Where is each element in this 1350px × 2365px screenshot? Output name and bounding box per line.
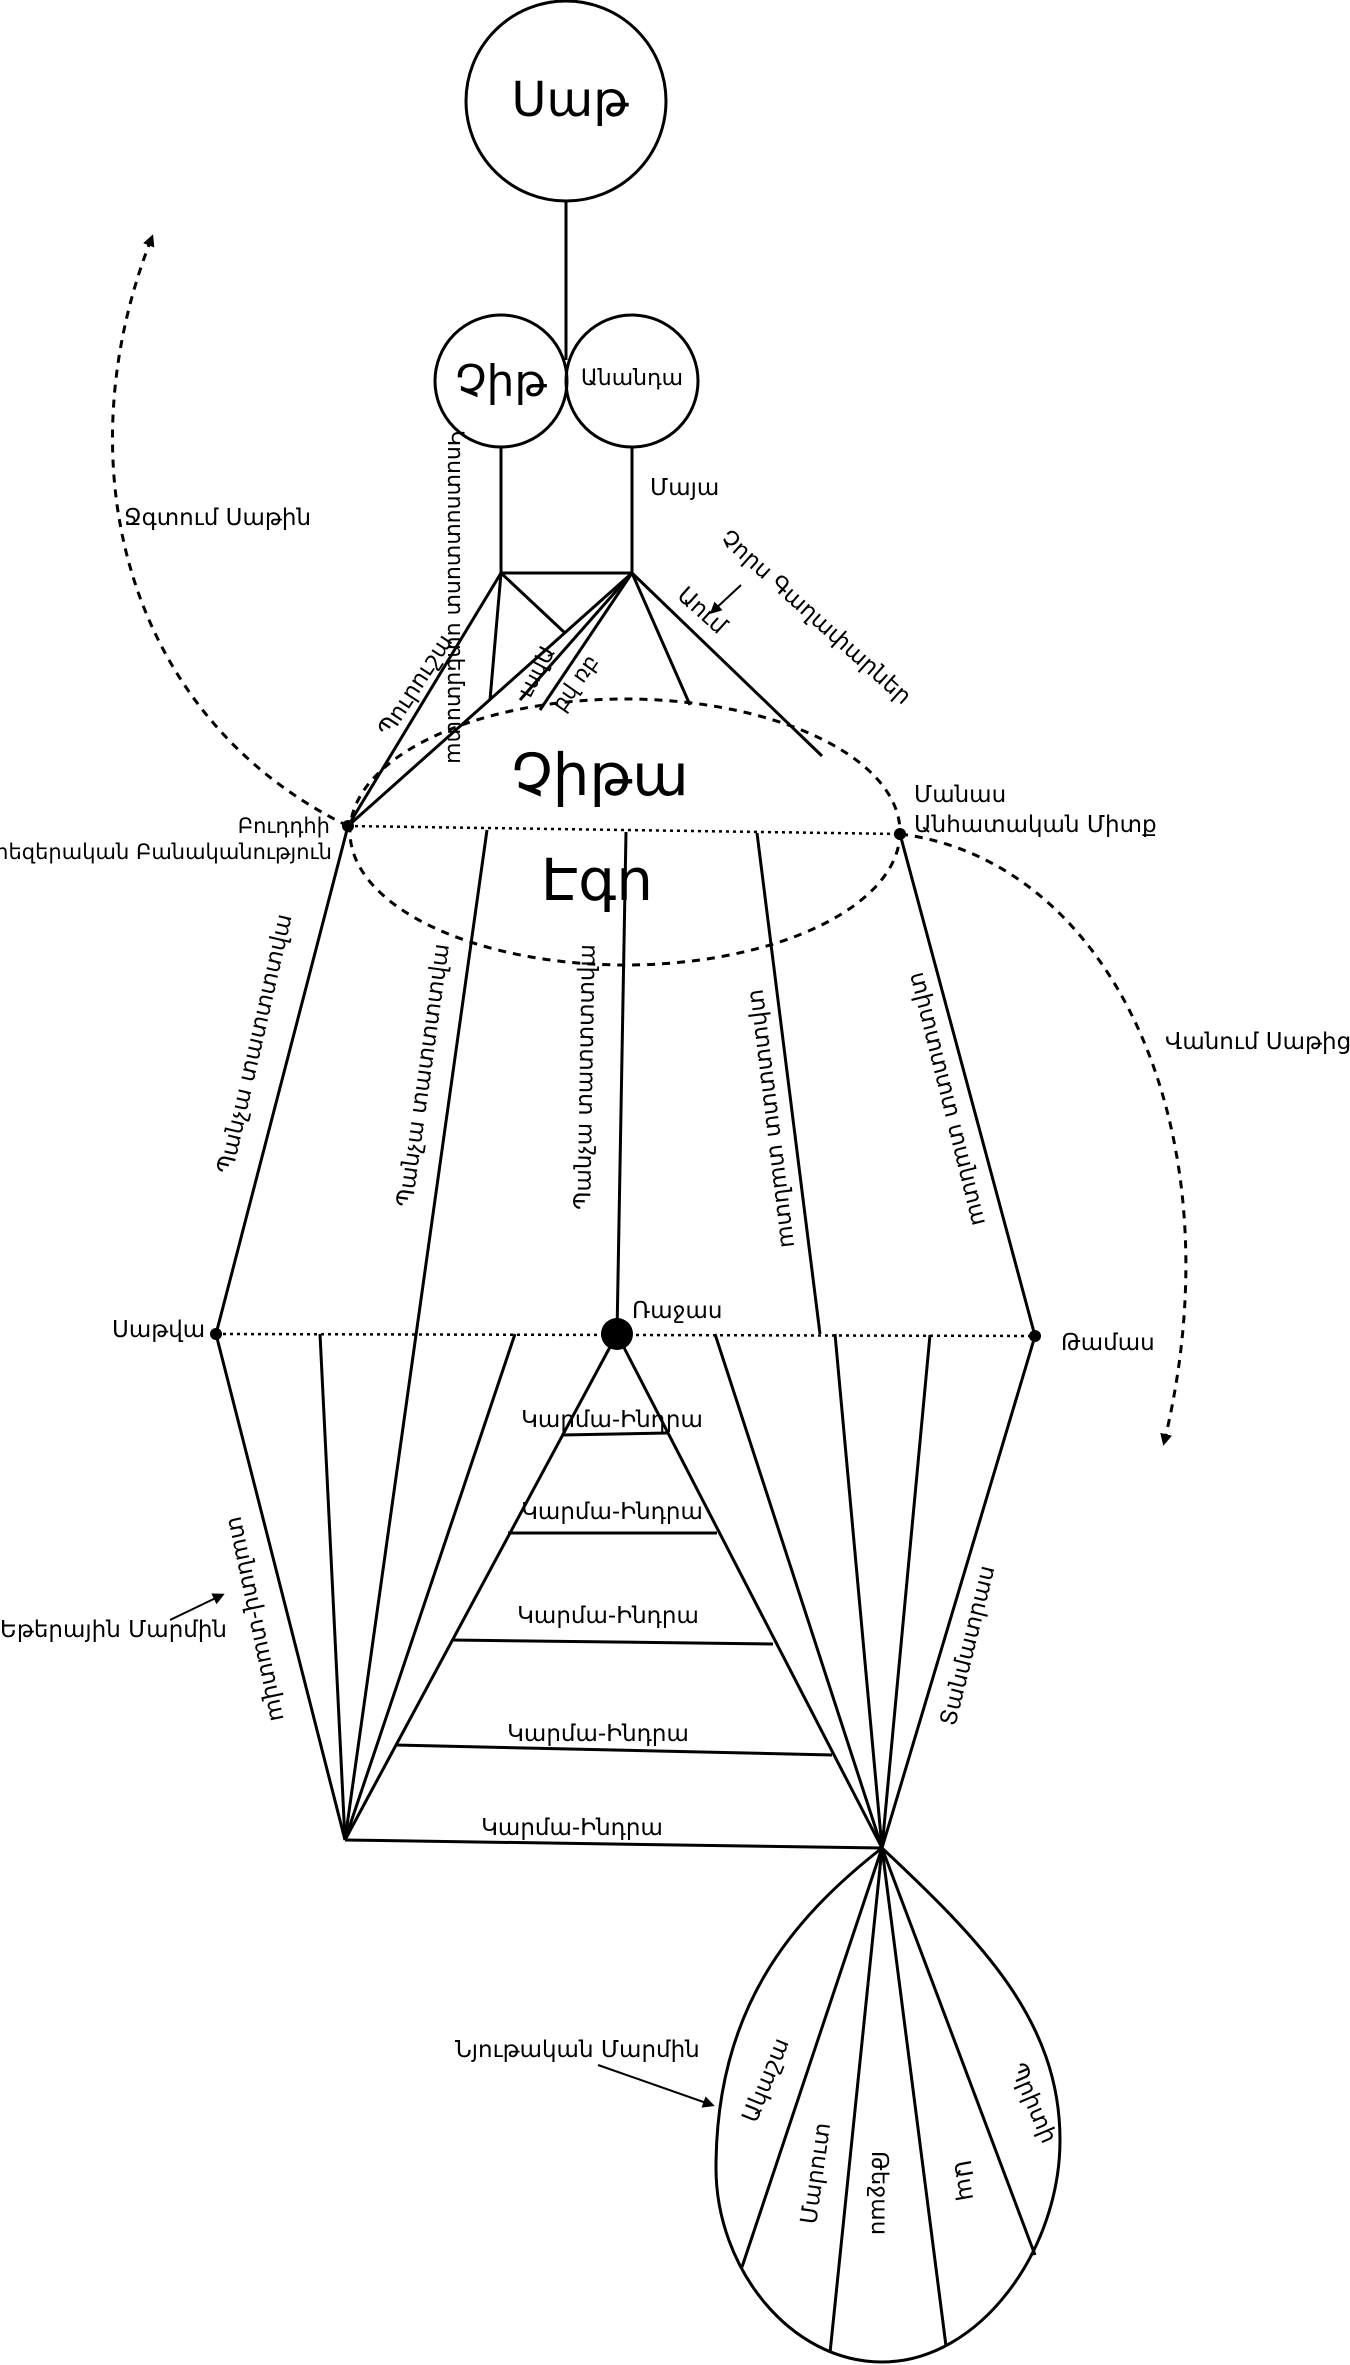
left-outer-line <box>214 825 350 1335</box>
karma-rung-5 <box>344 1838 883 1850</box>
ethereal-arrow-icon <box>169 1593 225 1621</box>
material-arrow-icon <box>597 2064 715 2108</box>
karma-rung-3 <box>451 1638 774 1646</box>
maya-label: Մայա <box>650 475 719 501</box>
maya-leaf-line-2 <box>538 572 634 711</box>
sattva-label: Սաթվա <box>112 1317 205 1343</box>
mid-label-3: Պանչա տատտտտվա <box>570 944 601 1210</box>
left-arc-arrow-icon <box>110 234 349 828</box>
maya-to-buddhi-line <box>347 571 633 828</box>
rajas-to-bl <box>343 1333 619 1841</box>
g5-to-br <box>880 1334 932 1849</box>
karma-label-5: Կարմա-Ինդրա <box>481 1815 663 1841</box>
tattva-left-label: տանտվ-տատվա <box>222 1514 291 1724</box>
tanmatras-label: Տանմատրաս <box>936 1563 1001 1729</box>
karma-label-2: Կարմա-Ինդրա <box>521 1499 703 1525</box>
manas-label-1: Մանաս <box>914 782 1006 808</box>
bottom-label-1: Ակաշա <box>737 2034 794 2126</box>
mid-line-3 <box>615 831 628 1335</box>
karma-rung-1 <box>561 1431 668 1437</box>
rajas-label: Ռաջաս <box>632 1298 722 1324</box>
karma-label-4: Կարմա-Ինդրա <box>507 1721 689 1747</box>
g2-to-bl <box>343 1333 517 1841</box>
ethereal-body-label: Եթերային Մարմին <box>0 1617 227 1643</box>
sat-label: Սաթ <box>511 72 629 128</box>
chitta-label: Չիթա <box>511 741 688 809</box>
bottom-line-3 <box>880 1847 948 2347</box>
chit-stem-label: Կոստոստտսոտ ստեմտստա <box>442 430 467 764</box>
tamas-to-br <box>880 1335 1037 1849</box>
bottom-label-5: Պրիտի <box>1004 2059 1061 2147</box>
chit-leaf-line <box>488 572 503 701</box>
bottom-line-4 <box>880 1847 1037 2256</box>
sattva-to-bl <box>214 1333 347 1841</box>
mid-line-2 <box>343 829 489 1841</box>
maya-leaf-line-1 <box>518 572 634 701</box>
bottom-line-2 <box>828 1847 884 2354</box>
cross-line-a <box>499 571 567 635</box>
material-body-teardrop <box>714 1846 1062 2364</box>
buddhi-label: Բուդդհի <box>238 814 330 838</box>
chit-label: Չիթ <box>455 356 547 407</box>
ego-label: Էգո <box>541 846 653 914</box>
bottom-label-2: Մարուտ <box>796 2121 836 2226</box>
kala-line <box>630 572 692 706</box>
karma-rung-4 <box>394 1743 833 1757</box>
tamas-label: Թամաս <box>1061 1330 1155 1356</box>
manas-label-2: Անհատական Միտք <box>914 812 1157 838</box>
right-arc-label: Վանում Սաթից <box>1165 1029 1350 1055</box>
aum-label: Աում <box>672 582 732 640</box>
bottom-label-3: Թեջաս <box>866 2151 892 2235</box>
mid-label-2: Պանչա տատտտտվա <box>392 942 455 1209</box>
bottom-line-1 <box>740 1847 884 2268</box>
right-outer-line <box>898 833 1037 1337</box>
mid-label-1: Պանչա տատտտտվա <box>213 912 298 1177</box>
material-body-label: Նյութական Մարմին <box>455 2037 700 2063</box>
karma-label-1: Կարմա-Ինդրա <box>521 1407 703 1433</box>
g4-to-br <box>833 1333 884 1849</box>
ananda-label: Անանդա <box>581 366 683 391</box>
g3-to-br <box>713 1333 884 1849</box>
purusha-line <box>346 572 503 827</box>
left-arc-label: Ջգտում Սաթին <box>124 505 311 531</box>
buddhi-sub-label: Տիեզերական Բանականություն <box>0 840 332 864</box>
chor-arrow-icon <box>709 584 742 615</box>
g1-to-bl <box>318 1333 347 1841</box>
karma-label-3: Կարմա-Ինդրա <box>517 1603 699 1629</box>
bottom-label-4: Ապ <box>948 2159 981 2203</box>
rajas-to-br <box>615 1333 884 1849</box>
buddhi-manas-dotted-line <box>347 824 901 836</box>
mid-line-4 <box>755 832 822 1335</box>
